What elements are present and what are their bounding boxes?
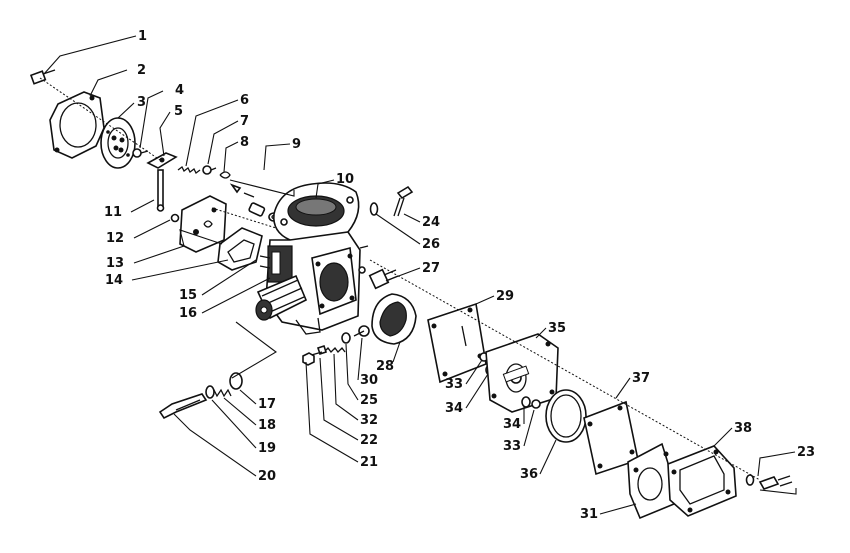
callout-33-left: 33	[445, 377, 463, 392]
part-21-nut	[302, 352, 315, 366]
callout-33-right: 33	[503, 439, 521, 454]
callout-24: 24	[422, 215, 440, 230]
callout-23: 23	[797, 445, 815, 460]
parts-artwork	[29, 69, 793, 520]
leader-lines	[43, 35, 797, 515]
part-23-screw-washer	[745, 474, 793, 490]
callout-25: 25	[360, 393, 378, 408]
part-19-o-ring	[205, 385, 215, 399]
callout-4: 4	[175, 83, 184, 98]
part-24-screw	[393, 185, 414, 217]
callout-17: 17	[258, 397, 276, 412]
part-36-seal-ring	[545, 389, 587, 443]
callout-7: 7	[240, 114, 249, 129]
part-20-idle-screw	[158, 393, 208, 420]
part-26-o-ring	[369, 202, 379, 216]
callout-26: 26	[422, 237, 440, 252]
callout-31: 31	[580, 507, 598, 522]
callout-3: 3	[137, 95, 146, 110]
callout-8: 8	[240, 135, 249, 150]
callout-37: 37	[632, 371, 650, 386]
callout-38: 38	[734, 421, 752, 436]
part-32-spring	[323, 347, 346, 353]
part-3-diaphragm	[100, 117, 136, 169]
part-8-clip	[219, 171, 231, 179]
callout-21: 21	[360, 455, 378, 470]
callout-13: 13	[106, 256, 124, 271]
callout-10: 10	[336, 172, 354, 187]
callout-35: 35	[548, 321, 566, 336]
callout-1: 1	[138, 29, 147, 44]
part-29-gasket	[427, 302, 487, 384]
callout-11: 11	[104, 205, 122, 220]
callout-32: 32	[360, 413, 378, 428]
callout-15: 15	[179, 288, 197, 303]
callout-9: 9	[292, 137, 301, 152]
callout-28: 28	[376, 359, 394, 374]
callout-34-left: 34	[445, 401, 463, 416]
callout-34-right: 34	[503, 417, 521, 432]
part-10-carburetor-body	[255, 182, 369, 335]
part-12-screw	[170, 213, 180, 223]
part-28-gasket	[371, 293, 417, 345]
callout-27: 27	[422, 261, 440, 276]
part-4-screw	[132, 148, 149, 158]
callout-19: 19	[258, 441, 276, 456]
callout-22: 22	[360, 433, 378, 448]
callout-6: 6	[240, 93, 249, 108]
callout-12: 12	[106, 231, 124, 246]
part-6-spring	[177, 166, 201, 174]
callout-20: 20	[258, 469, 276, 484]
callout-5: 5	[174, 104, 183, 119]
part-25-washer	[341, 332, 351, 344]
part-27-bolt	[368, 268, 399, 290]
callout-labels: 1 2 3 4 5 6 7 8 9 10 11 12 13 14 15 16 1…	[104, 29, 815, 522]
part-33-valve	[531, 399, 541, 409]
part-38-cover	[667, 445, 737, 517]
callout-18: 18	[258, 418, 276, 433]
part-30-screw	[353, 325, 370, 337]
callout-29: 29	[496, 289, 514, 304]
part-11-pin	[156, 169, 165, 212]
callout-30: 30	[360, 373, 378, 388]
part-13-metering-plate	[179, 195, 227, 253]
part-1-screw	[29, 69, 56, 85]
part-2-cover-plate	[49, 91, 105, 159]
part-35-pump-body	[485, 333, 559, 413]
part-5-lever	[146, 152, 178, 169]
callout-14: 14	[105, 273, 123, 288]
callout-16: 16	[179, 306, 197, 321]
part-7-screw	[202, 165, 217, 175]
callout-36: 36	[520, 467, 538, 482]
callout-2: 2	[137, 63, 146, 78]
part-34-washer	[521, 396, 531, 408]
